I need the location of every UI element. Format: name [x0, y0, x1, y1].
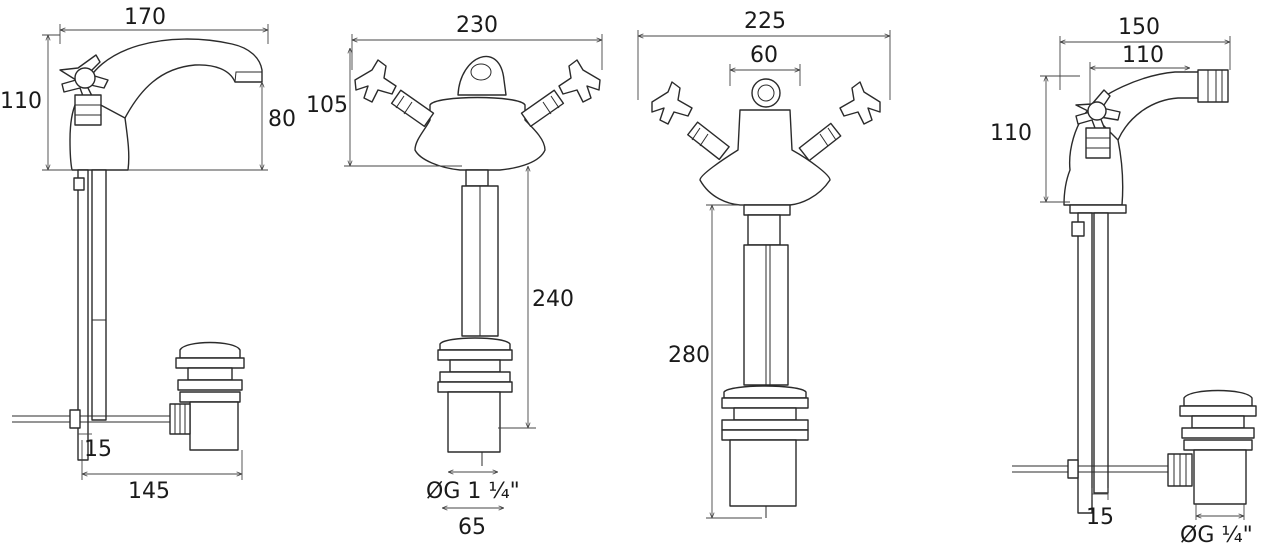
view-2-shank	[465, 169, 489, 187]
view-3-dim-60: 60	[750, 43, 778, 68]
view-3-handle-right	[798, 81, 881, 162]
view-1-dim-110: 110	[0, 89, 42, 114]
view-2-body	[414, 96, 546, 171]
view-1-drawing: 170 110 80 15 145	[0, 5, 296, 504]
view-4-dim-110-spout: 110	[1122, 43, 1164, 68]
view-3-drawing: 225 60 280	[637, 9, 891, 519]
view-1-dim-145: 145	[128, 479, 170, 504]
view-2-spout	[457, 55, 507, 96]
view-4-dim-thread: ØG ¼"	[1180, 523, 1253, 547]
view-2-dim-230: 230	[456, 13, 498, 38]
view-3-shank	[743, 204, 791, 216]
view-4-cross-handle	[1075, 89, 1121, 159]
view-3-dim-225: 225	[744, 9, 786, 34]
view-1-tail-right	[91, 169, 107, 421]
view-3-dim-280: 280	[668, 343, 710, 368]
view-3-handle-left	[651, 81, 730, 161]
view-2-drawing: 230 105 240 ØG 1 ¼" 65	[306, 13, 603, 540]
view-2-dim-65: 65	[458, 515, 486, 540]
view-1-dim-15: 15	[84, 437, 112, 462]
view-4-dim-15: 15	[1086, 505, 1114, 530]
view-2-handle-left	[354, 59, 435, 128]
view-2-handle-right	[520, 59, 601, 128]
view-1-dim-80: 80	[268, 107, 296, 132]
view-4-tail	[1069, 204, 1127, 214]
view-4-drawing: 150 110 110 15 ØG ¼"	[990, 15, 1257, 547]
view-2-dim-240: 240	[532, 287, 574, 312]
view-2-waste	[437, 337, 513, 466]
view-4-nozzle	[1197, 69, 1229, 103]
view-4-waste	[1167, 389, 1257, 505]
view-3-nozzle	[751, 78, 781, 108]
view-1-spout	[81, 38, 263, 131]
view-4-dim-110-height: 110	[990, 121, 1032, 146]
view-2-dim-105: 105	[306, 93, 348, 118]
view-1-waste	[169, 341, 245, 451]
view-2-dim-thread: ØG 1 ¼"	[426, 479, 520, 504]
view-1-cross-handle	[59, 54, 109, 126]
view-4-dim-150: 150	[1118, 15, 1160, 40]
view-1-dim-170: 170	[124, 5, 166, 30]
view-3-waste	[721, 385, 809, 518]
view-1-tail-left	[77, 169, 89, 461]
view-4-spout	[1087, 71, 1201, 151]
